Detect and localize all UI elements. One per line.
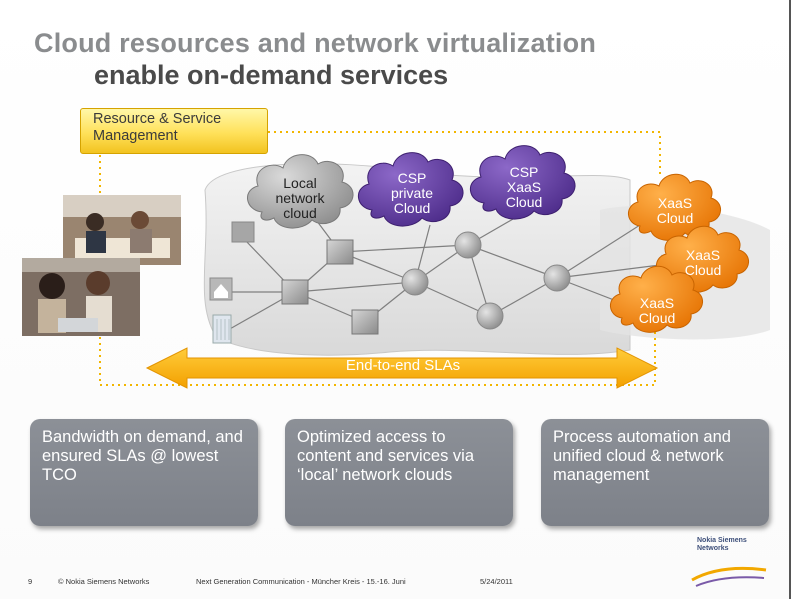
network-node — [476, 302, 504, 330]
logo-line: Nokia Siemens — [697, 537, 747, 544]
local-cloud-label: Local network cloud — [270, 176, 330, 221]
building-icon — [212, 314, 232, 344]
event-name: Next Generation Communication - Müncher … — [196, 577, 406, 586]
network-node — [401, 268, 429, 296]
xaas-cloud-3-label: XaaS Cloud — [627, 296, 687, 326]
sla-arrow — [145, 347, 659, 389]
network-node — [543, 264, 571, 292]
csp-private-cloud-line: private — [390, 185, 434, 201]
csp-xaas-cloud-line: Cloud — [505, 194, 543, 210]
management-dotted-frame — [99, 131, 661, 386]
xaas-cloud-line: Cloud — [684, 262, 722, 278]
csp-private-cloud-line: Cloud — [393, 200, 431, 216]
network-router — [326, 239, 354, 265]
csp-private-cloud-line: CSP — [397, 170, 427, 186]
csp-xaas-cloud-label: CSP XaaS Cloud — [492, 165, 556, 210]
xaas-cloud-3 — [610, 265, 703, 333]
logo-line: Networks — [697, 545, 729, 552]
network-node — [454, 231, 482, 259]
xaas-cloud-1-label: XaaS Cloud — [645, 196, 705, 226]
page-number: 9 — [28, 577, 33, 586]
benefit-box-automation: Process automation and unified cloud & n… — [541, 419, 769, 526]
network-diagram: ········ — [22, 131, 770, 389]
xaas-cloud-line: XaaS — [639, 295, 675, 311]
sla-label: End-to-end SLAs — [345, 357, 461, 374]
csp-xaas-cloud-line: XaaS — [506, 179, 542, 195]
xaas-cloud-1 — [628, 173, 721, 241]
people-photo-2 — [22, 258, 140, 336]
benefit-box-bandwidth: Bandwidth on demand, and ensured SLAs @ … — [30, 419, 258, 526]
resource-service-management-box: Resource & Service Management — [80, 108, 268, 154]
network-router — [281, 279, 309, 305]
xaas-cloud-line: XaaS — [657, 195, 693, 211]
csp-xaas-cloud — [470, 145, 576, 220]
xaas-cloud-2-label: XaaS Cloud — [673, 248, 733, 278]
csp-private-cloud-label: CSP private Cloud — [380, 171, 444, 216]
xaas-cloud-line: Cloud — [656, 210, 694, 226]
xaas-cloud-line: XaaS — [685, 247, 721, 263]
network-router — [351, 309, 379, 335]
people-photo-1 — [63, 195, 181, 265]
csp-xaas-cloud-line: CSP — [509, 164, 539, 180]
local-cloud-line: Local — [283, 175, 317, 191]
local-cloud-line: cloud — [283, 205, 317, 221]
copyright: © Nokia Siemens Networks — [58, 577, 150, 586]
benefit-box-access: Optimized access to content and services… — [285, 419, 513, 526]
slide-subtitle: enable on-demand services — [94, 60, 449, 90]
csp-private-cloud — [358, 152, 464, 227]
xaas-cloud-line: Cloud — [638, 310, 676, 326]
local-network-cloud — [247, 154, 354, 229]
logo-swoosh — [691, 566, 767, 587]
company-logo: Nokia Siemens Networks — [697, 537, 747, 553]
slide-date: 5/24/2011 — [480, 577, 513, 586]
local-cloud-line: network — [275, 190, 325, 206]
slide-title: Cloud resources and network virtualizati… — [34, 28, 597, 58]
